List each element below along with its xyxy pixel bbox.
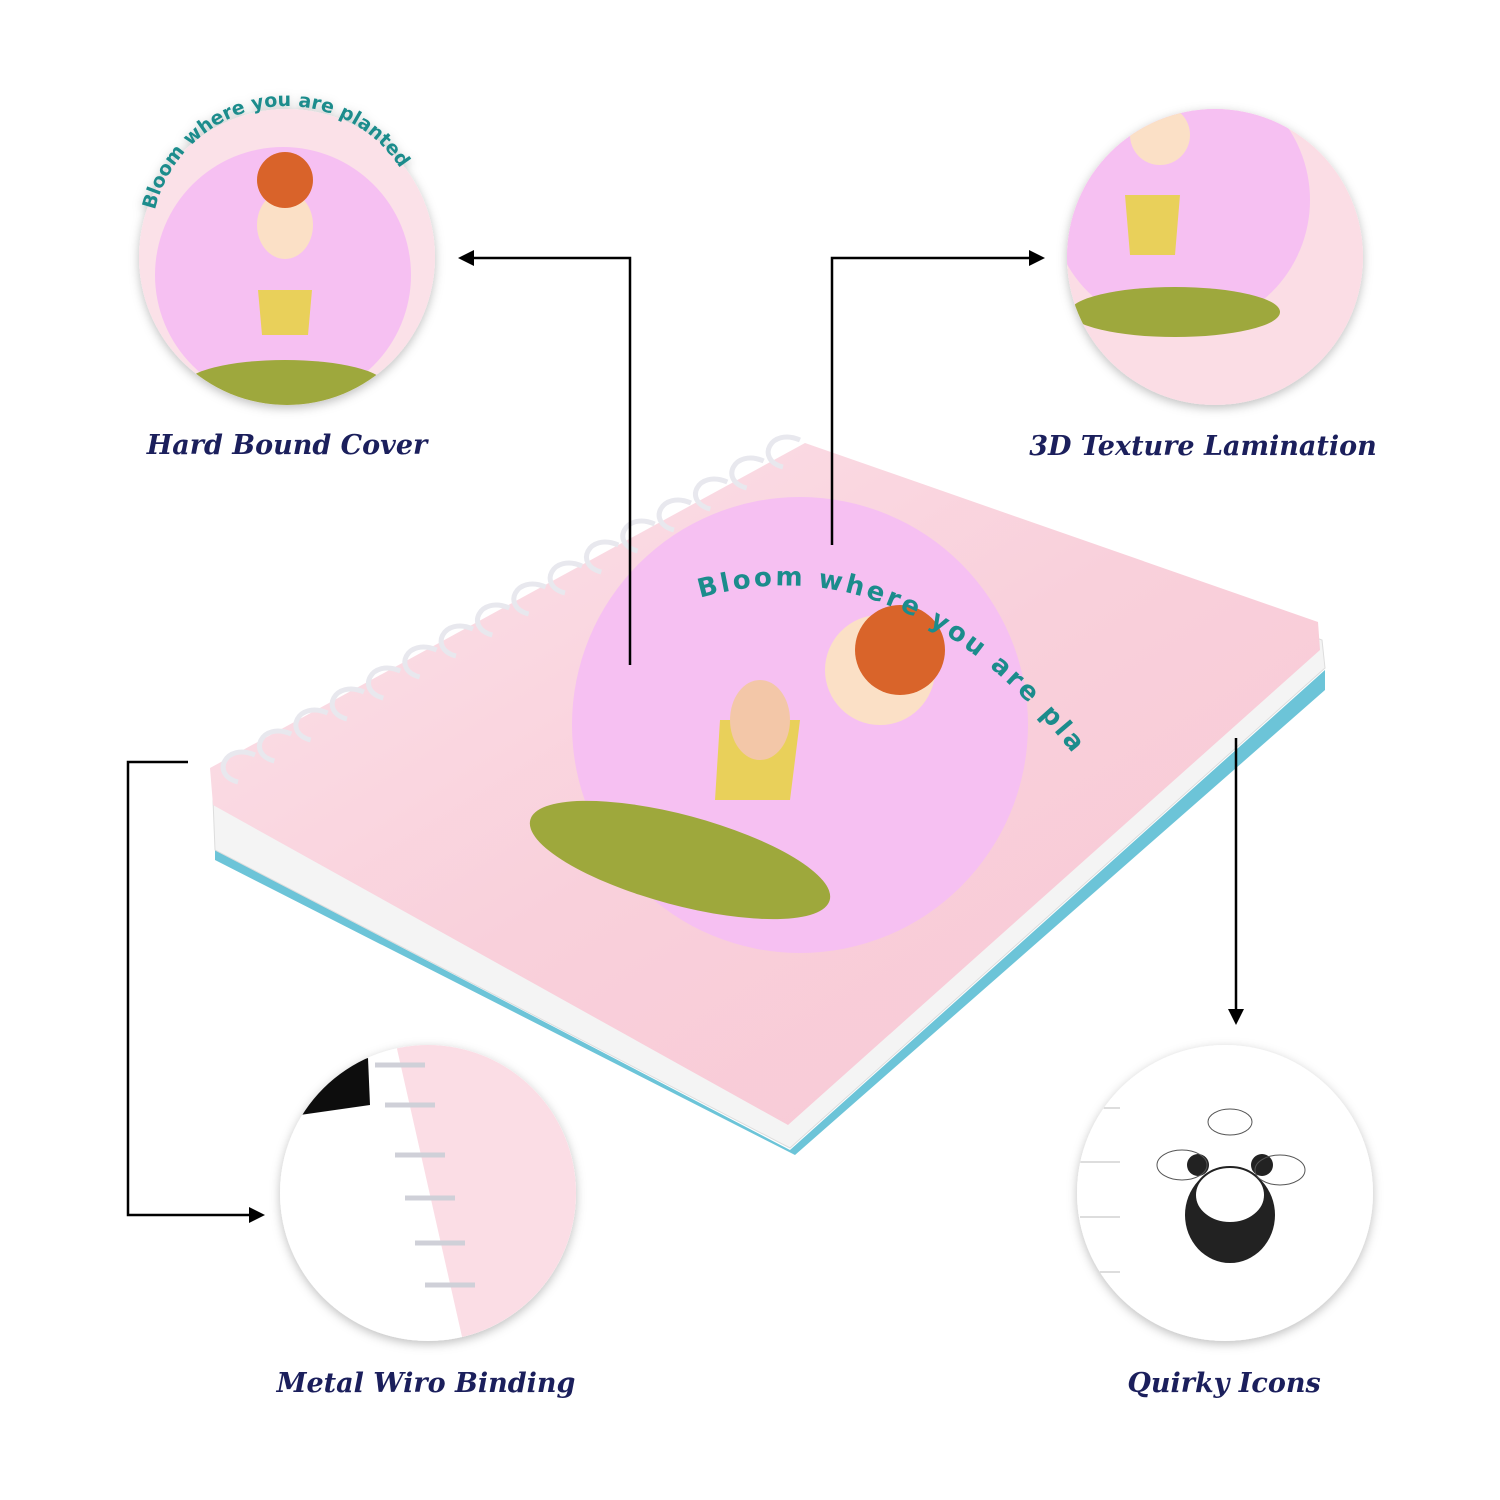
spiral-coil (402, 644, 438, 680)
feature-label-3d-texture-lamination: 3D Texture Lamination (1029, 431, 1377, 462)
arrowheads (249, 250, 1244, 1223)
spiral-coil (584, 539, 620, 575)
connector-arrows (126, 256, 1238, 1217)
spiral-coil (220, 749, 256, 785)
spiral-coil (547, 560, 583, 596)
spiral-coil (438, 623, 474, 659)
feature-label-metal-wiro-binding: Metal Wiro Binding (276, 1368, 576, 1399)
spiral-coil (293, 707, 329, 743)
spiral-coil (511, 581, 547, 617)
quirky-icons-zoom (1077, 1045, 1373, 1341)
spiral-coil (656, 497, 692, 533)
lamination-zoom (1067, 109, 1363, 405)
spiral-coil (729, 455, 765, 491)
hard-bound-cover-zoom: Bloom where you are planted (138, 89, 435, 405)
feature-label-quirky-icons: Quirky Icons (1127, 1368, 1321, 1399)
spiral-coil (765, 434, 801, 470)
spiral-coil (366, 665, 402, 701)
spiral-coil (329, 686, 365, 722)
wiro-binding-zoom (280, 1045, 576, 1341)
feature-label-hard-bound-cover: Hard Bound Cover (146, 430, 428, 461)
spiral-coil (257, 728, 293, 764)
spiral-coil (475, 602, 511, 638)
spiral-coil (693, 476, 729, 512)
